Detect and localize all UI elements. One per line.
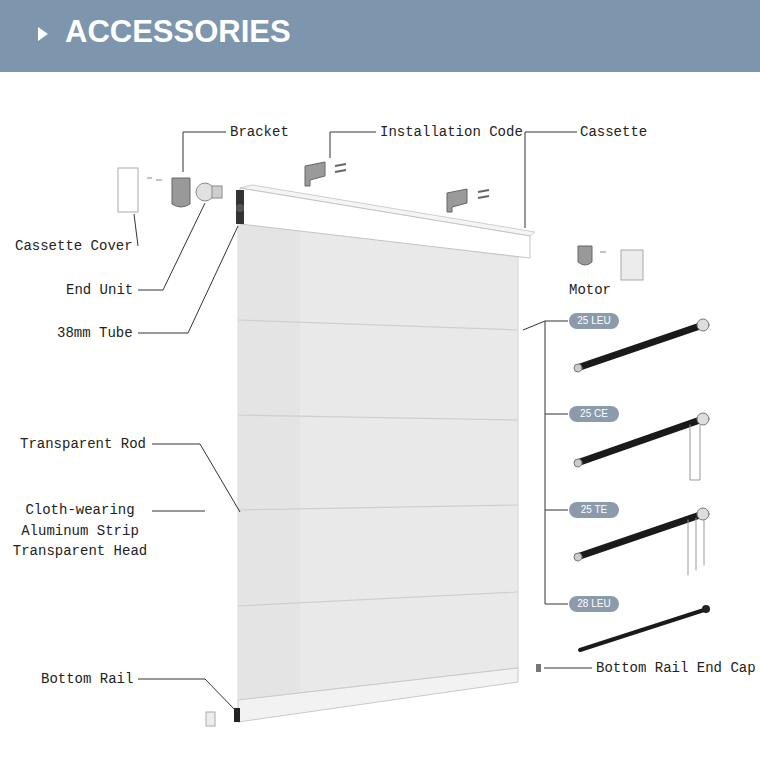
part-label: Motor [569,280,611,300]
motor-tag: 25 CE [569,406,619,422]
tag-text: 25 LEU [575,314,613,328]
part-label: 38mm Tube [57,323,133,343]
part-label: Bottom Rail [41,669,133,689]
tag-text: 28 LEU [575,597,613,611]
part-label: Transparent Rod [20,434,146,454]
part-label: Cloth-wearing Aluminum Strip Transparent… [0,500,160,562]
part-label: End Unit [66,280,133,300]
part-label: Bracket [230,122,289,142]
page-title: ACCESSORIES [65,14,291,50]
tag-text: 25 TE [575,503,613,517]
part-label: Cassette [580,122,647,142]
part-label: Cassette Cover [15,236,133,256]
part-label: Installation Code [380,122,523,142]
tag-text: 25 CE [575,407,613,421]
motor-tag: 25 TE [569,502,619,518]
motor-tag: 28 LEU [569,596,619,612]
motor-tag: 25 LEU [569,313,619,329]
part-label: Bottom Rail End Cap [596,658,756,678]
